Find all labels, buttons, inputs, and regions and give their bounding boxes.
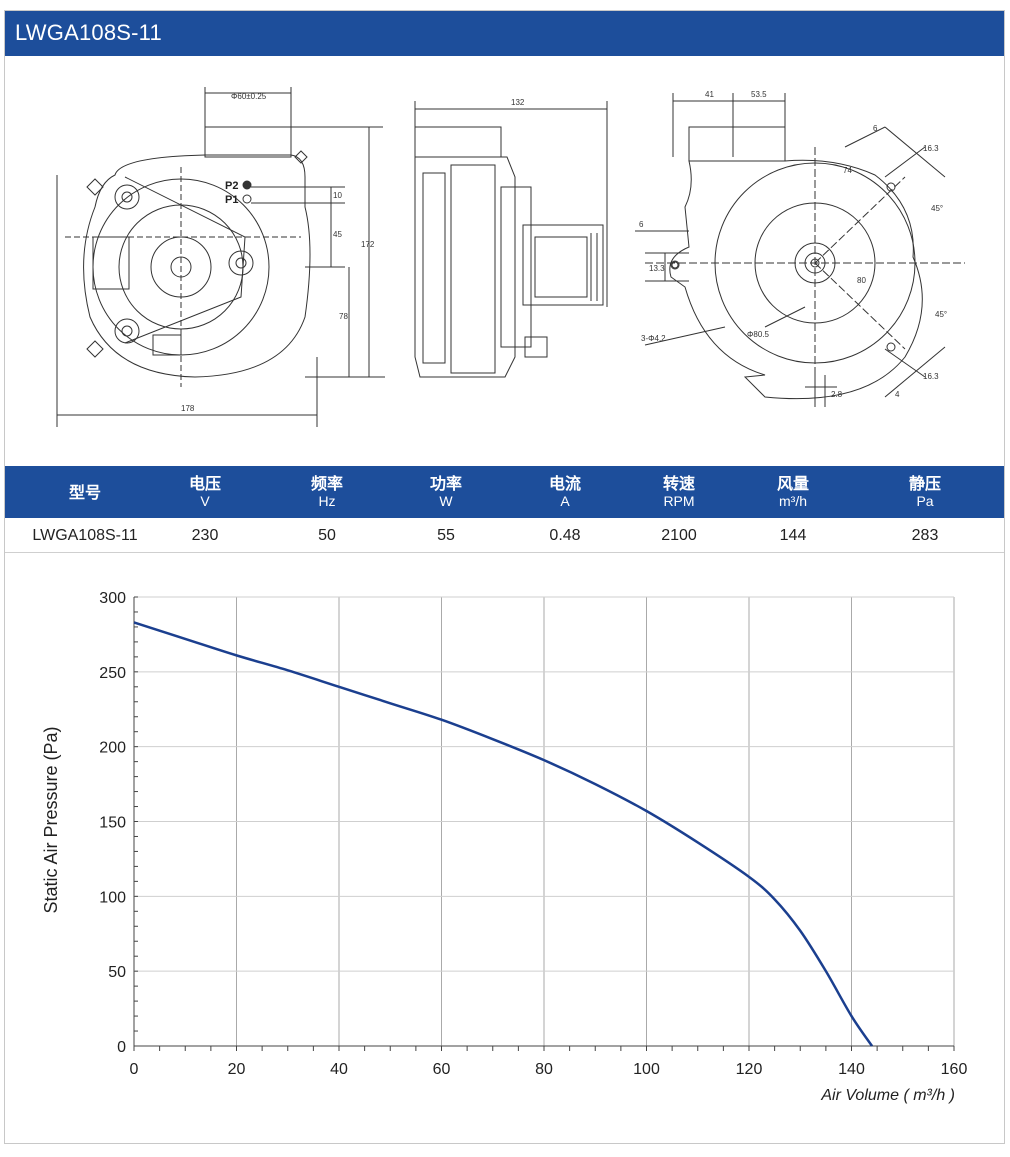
dim-4-bottom: 4 [895,390,900,399]
y-axis-label: Static Air Pressure (Pa) [41,726,61,913]
col-header-model: 型号 [68,483,101,502]
y-tick-label: 200 [99,740,126,757]
dim-2-8: 2.8 [831,390,843,399]
dim-132: 132 [511,98,525,107]
dim-6-left: 6 [639,220,644,229]
cell-model: LWGA108S-11 [32,527,138,544]
x-axis-label: Air Volume ( m³/h ) [820,1087,955,1104]
dim-45deg-bottom: 45° [935,310,947,319]
dim-178: 178 [181,404,195,413]
x-tick-label: 60 [433,1061,451,1078]
front-view-drawing [56,87,385,427]
chart-series-line [133,621,874,1047]
y-tick-label: 150 [99,815,126,832]
title-bar: LWGA108S-11 [5,11,1004,56]
x-tick-label: 40 [330,1061,348,1078]
dim-6-top: 6 [873,124,878,133]
dim-172: 172 [361,240,375,249]
dim-3-holes: 3-Φ4.2 [641,334,666,343]
page-frame [4,10,1005,1144]
port-label-p1: P1 [225,194,238,206]
cell-power: 55 [437,527,455,544]
cell-airflow: 144 [779,527,807,544]
y-tick-label: 250 [99,665,126,682]
port-label-p2: P2 [225,180,238,192]
dim-41: 41 [705,90,714,99]
cell-static-pressure: 283 [911,527,939,544]
x-tick-label: 80 [535,1061,553,1078]
dim-45: 45 [333,230,342,239]
cell-frequency: 50 [318,527,336,544]
cell-current: 0.48 [549,527,581,544]
dim-16-3-top: 16.3 [923,144,939,153]
dim-45deg-top: 45° [931,204,943,213]
page-title: LWGA108S-11 [15,20,162,45]
rear-view-drawing [635,93,965,407]
technical-drawings: Φ60±0.25 178 10 45 78 172 132 41 53.5 6 … [56,87,965,427]
x-tick-label: 100 [633,1061,660,1078]
x-tick-label: 0 [130,1061,139,1078]
dim-80: 80 [857,276,866,285]
spec-table-row: LWGA108S-11 230 50 55 0.48 2100 144 283 [5,518,1004,553]
cell-voltage: 230 [191,527,219,544]
y-tick-label: 50 [108,964,126,981]
cell-speed: 2100 [661,527,697,544]
dim-53-5: 53.5 [751,90,767,99]
x-tick-label: 160 [941,1061,968,1078]
dim-13-3-left: 13.3 [649,264,665,273]
dim-phi60: Φ60±0.25 [231,92,267,101]
x-tick-label: 140 [838,1061,865,1078]
y-tick-label: 100 [99,889,126,906]
side-view-drawing [414,101,608,378]
dim-74: 74 [843,166,852,175]
x-tick-label: 20 [228,1061,246,1078]
dim-78: 78 [339,312,348,321]
dim-10: 10 [333,191,342,200]
dim-phi80-5: Φ80.5 [747,330,770,339]
y-tick-label: 300 [99,590,126,607]
y-tick-label: 0 [117,1039,126,1056]
x-tick-label: 120 [736,1061,763,1078]
dim-16-3-bottom: 16.3 [923,372,939,381]
